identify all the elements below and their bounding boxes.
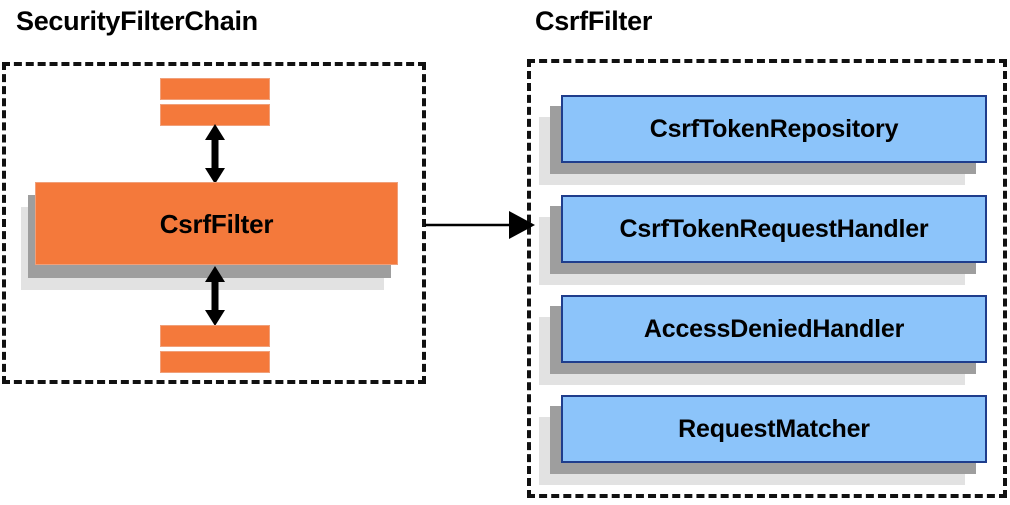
panel-title-security-filter-chain: SecurityFilterChain [16,6,258,36]
csrf-token-repository-label: CsrfTokenRepository [649,114,899,143]
panel-csrf-filter [527,59,1007,498]
request-matcher-box[interactable]: RequestMatcher [539,395,1009,490]
access-denied-handler-label: AccessDeniedHandler [643,314,905,343]
csrf-filter-label: CsrfFilter [159,208,274,239]
panel-title-csrf-filter: CsrfFilter [535,6,653,36]
request-matcher-face[interactable]: RequestMatcher [561,395,987,463]
access-denied-handler-box[interactable]: AccessDeniedHandler [539,295,1009,390]
csrf-filter-face[interactable]: CsrfFilter [35,182,398,265]
csrf-filter-box[interactable]: CsrfFilter [21,182,411,292]
filter-bar-top-2 [160,104,270,126]
filter-bar-top-1 [160,78,270,100]
filter-bar-bottom-1 [160,325,270,347]
chain-down-double-arrow [201,266,229,326]
csrf-token-request-handler-face[interactable]: CsrfTokenRequestHandler [561,195,987,263]
panel-security-filter-chain [2,62,426,384]
access-denied-handler-face[interactable]: AccessDeniedHandler [561,295,987,363]
csrf-token-repository-box[interactable]: CsrfTokenRepository [539,95,1009,190]
expand-arrow [425,211,535,239]
csrf-token-request-handler-box[interactable]: CsrfTokenRequestHandler [539,195,1009,290]
csrf-token-repository-face[interactable]: CsrfTokenRepository [561,95,987,163]
csrf-token-request-handler-label: CsrfTokenRequestHandler [619,214,929,243]
filter-bar-bottom-2 [160,351,270,373]
chain-up-double-arrow [201,124,229,184]
request-matcher-label: RequestMatcher [678,414,870,443]
